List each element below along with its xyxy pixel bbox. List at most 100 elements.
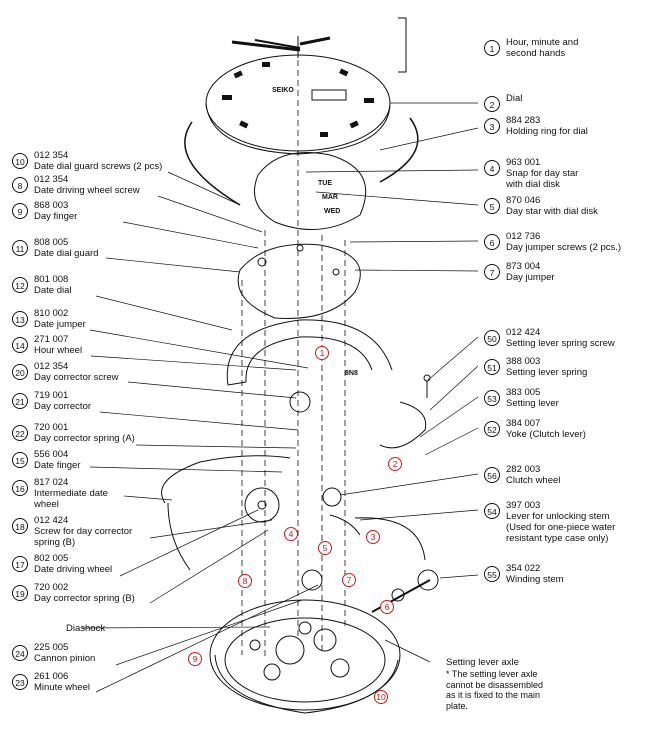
- part-label-2: Dial: [506, 93, 522, 104]
- part-number-10: 10: [12, 153, 28, 169]
- part-number-16: 16: [12, 480, 28, 496]
- part-code: 719 001: [34, 390, 69, 401]
- red-marker-4: 4: [284, 527, 298, 541]
- part-description: Date dial guard: [34, 248, 99, 259]
- part-description: Hour wheel: [34, 345, 83, 356]
- part-description: Winding stem: [506, 574, 564, 585]
- part-description: Date jumper: [34, 319, 86, 330]
- part-description: Day finger: [34, 211, 78, 222]
- date-dial-guard: [237, 243, 361, 319]
- part-number-12: 12: [12, 277, 28, 293]
- part-number-52: 52: [484, 421, 500, 437]
- part-number-11: 11: [12, 240, 28, 256]
- part-number-4: 4: [484, 160, 500, 176]
- part-code: 884 283: [506, 115, 541, 126]
- part-code: 963 001: [506, 157, 541, 168]
- red-marker-2: 2: [388, 457, 402, 471]
- part-description: Setting lever: [506, 398, 559, 409]
- red-marker-3: 3: [366, 530, 380, 544]
- part-description: Day corrector screw: [34, 372, 119, 383]
- part-code: 225 005: [34, 642, 69, 653]
- part-code: 817 024: [34, 477, 69, 488]
- red-marker-1: 1: [315, 346, 329, 360]
- part-description: Day jumper: [506, 272, 555, 283]
- part-number-2: 2: [484, 96, 500, 112]
- part-description: Date dial: [34, 285, 72, 296]
- diashock-label: Diashock: [66, 623, 106, 634]
- day-text-3: WED: [324, 208, 340, 215]
- part-code: 012 424: [506, 327, 541, 338]
- part-description: Day star with dial disk: [506, 206, 598, 217]
- holding-ring: [184, 121, 241, 206]
- part-description: Date dial guard screws (2 pcs): [34, 161, 163, 172]
- part-code: 556 004: [34, 449, 69, 460]
- part-code: 271 007: [34, 334, 69, 345]
- part-number-21: 21: [12, 393, 28, 409]
- red-marker-8: 8: [238, 574, 252, 588]
- date-dial-ring: [226, 319, 393, 386]
- part-code: 012 354: [34, 150, 69, 161]
- part-description: Date driving wheel: [34, 564, 113, 575]
- part-description: Snap for day star with dial disk: [506, 168, 579, 190]
- part-description: Day jumper screws (2 pcs.): [506, 242, 622, 253]
- part-description: Intermediate date wheel: [34, 488, 108, 510]
- main-plate: [209, 599, 401, 714]
- part-number-55: 55: [484, 566, 500, 582]
- part-number-3: 3: [484, 118, 500, 134]
- part-description: second hands: [506, 48, 566, 59]
- part-number-50: 50: [484, 330, 500, 346]
- part-description: Cannon pinion: [34, 653, 96, 664]
- part-code: 012 424: [34, 515, 69, 526]
- part-description: Date finger: [34, 460, 81, 471]
- day-text-2: MAR: [322, 194, 338, 201]
- part-number-17: 17: [12, 556, 28, 572]
- part-code: 012 736: [506, 231, 541, 242]
- part-code: 720 002: [34, 582, 69, 593]
- part-number-13: 13: [12, 311, 28, 327]
- part-code: 383 005: [506, 387, 541, 398]
- part-code: Hour, minute and: [506, 37, 579, 48]
- setting-lever-axle-label: Setting lever axle: [446, 657, 519, 668]
- part-code: Dial: [506, 93, 523, 104]
- part-code: 868 003: [34, 200, 69, 211]
- part-code: 397 003: [506, 500, 541, 511]
- part-number-9: 9: [12, 203, 28, 219]
- part-number-7: 7: [484, 264, 500, 280]
- part-description: Setting lever spring: [506, 367, 588, 378]
- day-text-1: TUE: [318, 180, 332, 187]
- part-number-22: 22: [12, 425, 28, 441]
- part-number-51: 51: [484, 359, 500, 375]
- part-code: 802 005: [34, 553, 69, 564]
- part-code: 388 003: [506, 356, 541, 367]
- part-code: 720 001: [34, 422, 69, 433]
- part-number-53: 53: [484, 390, 500, 406]
- part-description: Day corrector: [34, 401, 92, 412]
- setting-lever-axle-note: * The setting lever axle cannot be disas…: [446, 669, 544, 711]
- part-description: Setting lever spring screw: [506, 338, 615, 349]
- part-number-8: 8: [12, 177, 28, 193]
- part-number-23: 23: [12, 674, 28, 690]
- red-marker-6: 6: [380, 600, 394, 614]
- red-marker-10: 10: [374, 690, 388, 704]
- part-code: 354 022: [506, 563, 541, 574]
- part-code: 012 354: [34, 361, 69, 372]
- part-number-6: 6: [484, 234, 500, 250]
- part-description: Screw for day corrector spring (B): [34, 526, 133, 548]
- red-marker-5: 5: [318, 541, 332, 555]
- part-description: Holding ring for dial: [506, 126, 588, 137]
